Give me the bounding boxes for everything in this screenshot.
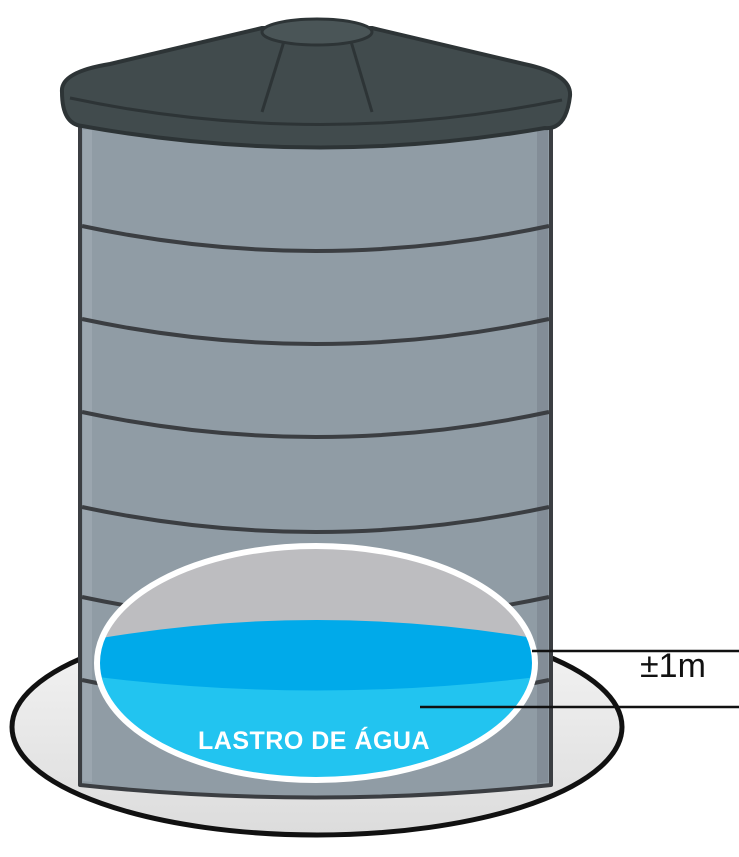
water-lens [94, 543, 538, 783]
tank-lid [59, 17, 573, 150]
height-label: ±1m [640, 647, 706, 685]
water-ballast-label: LASTRO DE ÁGUA [198, 726, 430, 755]
height-measurement [420, 649, 739, 709]
